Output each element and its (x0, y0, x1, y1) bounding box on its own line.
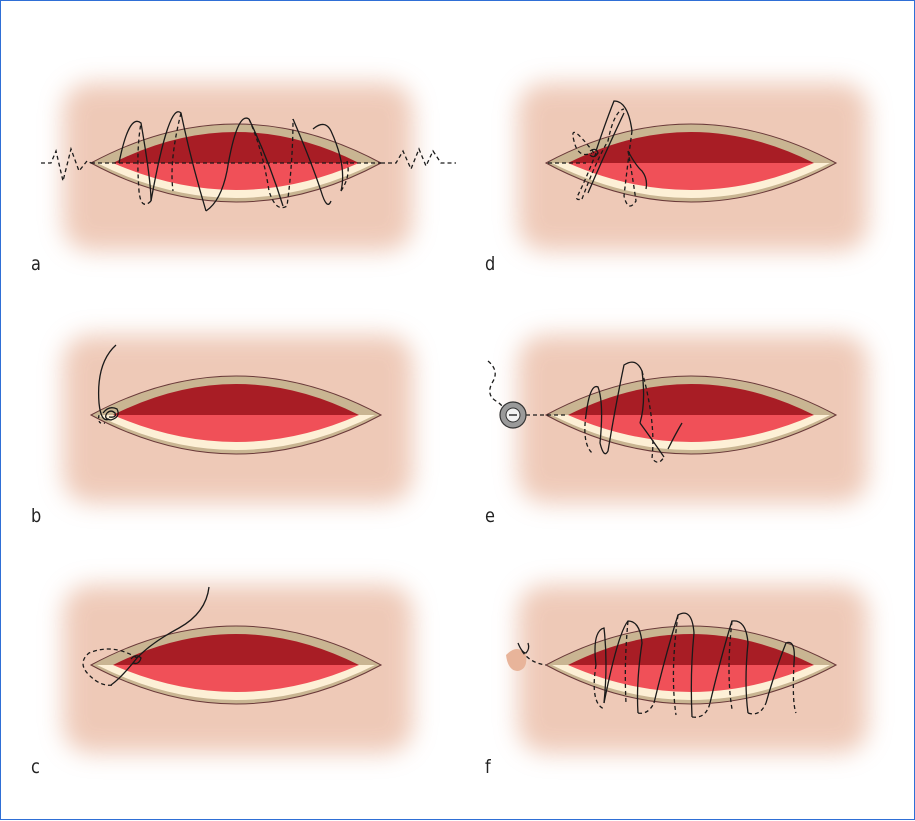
panel-a (41, 83, 456, 251)
panel-label-f: f (485, 756, 491, 778)
suture-button (500, 402, 526, 428)
panel-label-a: a (31, 253, 41, 275)
panel-c (63, 585, 413, 753)
panel-e (488, 335, 868, 503)
panel-b (63, 335, 413, 503)
panel-label-d: d (485, 253, 495, 275)
panel-d (518, 83, 868, 251)
panel-label-b: b (31, 505, 41, 527)
panel-f (506, 585, 868, 753)
panel-label-e: e (485, 505, 495, 527)
panel-label-c: c (31, 756, 40, 778)
